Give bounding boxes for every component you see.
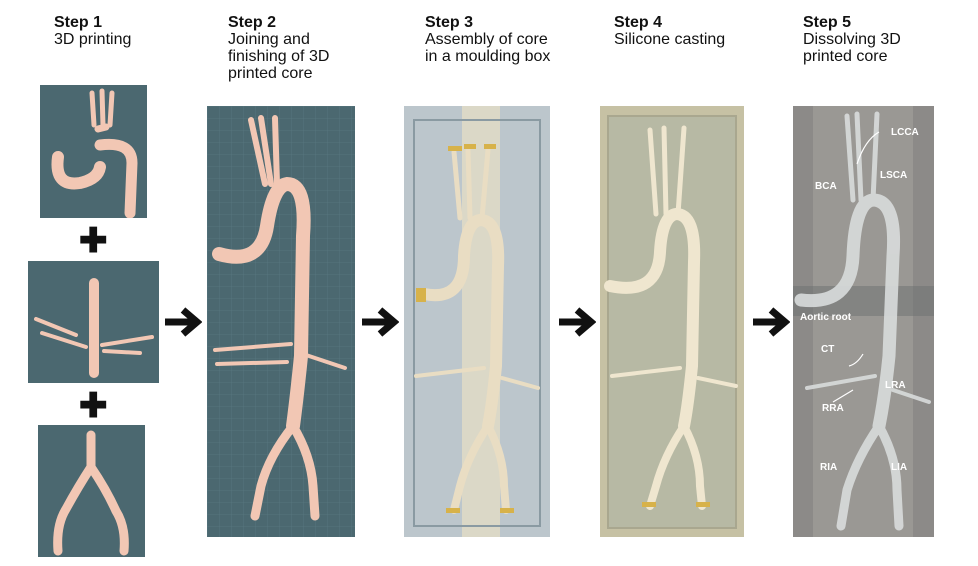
step-1-title: Step 1 bbox=[54, 14, 103, 31]
arrow-right-icon bbox=[359, 307, 400, 337]
label-lcca: LCCA bbox=[891, 127, 919, 138]
label-ria: RIA bbox=[820, 462, 838, 473]
arrow-right-icon bbox=[750, 307, 791, 337]
step-3-description: Assembly of core in a moulding box bbox=[425, 31, 551, 65]
label-lsca: LSCA bbox=[880, 170, 908, 181]
step-4-photo-silicone-casting bbox=[600, 106, 744, 537]
step-2-photo-joined-core bbox=[207, 106, 355, 537]
plus-icon: ✚ bbox=[79, 222, 108, 260]
step-2-description: Joining and finishing of 3D printed core bbox=[228, 31, 330, 82]
step-4-title: Step 4 bbox=[614, 14, 663, 31]
step-5-title: Step 5 bbox=[803, 14, 852, 31]
step-5-description: Dissolving 3D printed core bbox=[803, 31, 901, 65]
step-3-header: Step 3 Assembly of core in a moulding bo… bbox=[425, 14, 550, 65]
arrow-right-icon bbox=[556, 307, 597, 337]
label-aortic-root: Aortic root bbox=[800, 312, 852, 323]
arrow-right-icon bbox=[162, 307, 203, 337]
step-2-title: Step 2 bbox=[228, 14, 277, 31]
label-bca: BCA bbox=[815, 181, 837, 192]
step-5-photo-phantom bbox=[793, 106, 934, 537]
label-rra: RRA bbox=[822, 403, 844, 414]
step-1-photo-iliac bbox=[38, 425, 145, 557]
step-4-header: Step 4 Silicone casting bbox=[614, 14, 725, 48]
plus-icon: ✚ bbox=[79, 387, 108, 425]
step-1-header: Step 1 3D printing bbox=[54, 14, 131, 48]
label-ct: CT bbox=[821, 344, 835, 355]
label-lia: LIA bbox=[891, 462, 908, 473]
step-1-photo-descending-aorta bbox=[28, 261, 159, 383]
step-3-photo-moulding-box bbox=[404, 106, 550, 537]
step-2-header: Step 2 Joining and finishing of 3D print… bbox=[228, 14, 329, 82]
step-3-title: Step 3 bbox=[425, 14, 474, 31]
step-1-photo-arch bbox=[40, 85, 147, 218]
step-1-description: 3D printing bbox=[54, 31, 132, 48]
label-lra: LRA bbox=[885, 380, 906, 391]
step-4-description: Silicone casting bbox=[614, 31, 726, 48]
step-5-header: Step 5 Dissolving 3D printed core bbox=[803, 14, 901, 65]
